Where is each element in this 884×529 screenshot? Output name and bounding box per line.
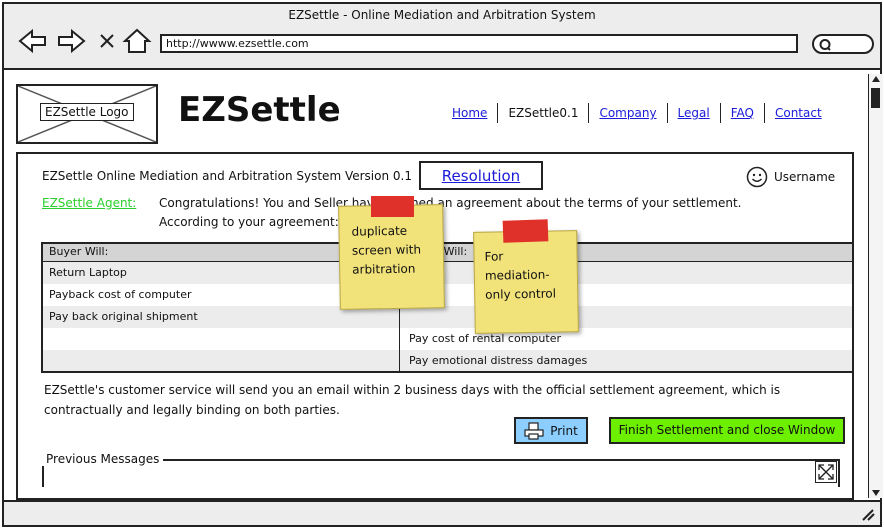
buyer-cell: Return Laptop xyxy=(49,266,127,279)
nav-divider xyxy=(497,103,499,123)
nav-divider xyxy=(666,103,668,123)
table-header: Buyer Will: Seller Will: xyxy=(43,244,852,262)
finish-settlement-button[interactable]: Finish Settlement and close Window xyxy=(609,417,845,444)
search-icon xyxy=(819,39,831,51)
table-row: Pay back original shipment xyxy=(43,306,852,328)
nav-faq[interactable]: FAQ xyxy=(730,106,754,120)
buyer-cell: Payback cost of computer xyxy=(49,288,192,301)
back-arrow-icon[interactable] xyxy=(18,26,48,56)
column-header-buyer: Buyer Will: xyxy=(49,245,109,258)
sticky-note: For mediation-only control xyxy=(473,230,579,334)
nav-legal[interactable]: Legal xyxy=(677,106,710,120)
sticky-note-text: For mediation-only control xyxy=(484,249,557,302)
printer-icon xyxy=(524,421,544,440)
buyer-cell: Pay back original shipment xyxy=(49,310,198,323)
window-title: EZSettle - Online Mediation and Arbitrat… xyxy=(288,8,596,22)
table-row: Return Laptop xyxy=(43,262,852,284)
sticky-note-text: duplicate screen with arbitration xyxy=(351,223,422,277)
table-row: Pay emotional distress damages xyxy=(43,350,852,371)
previous-messages-legend: Previous Messages xyxy=(42,452,164,466)
tape-strip xyxy=(502,219,549,243)
nav-company[interactable]: Company xyxy=(599,106,657,120)
scroll-down-icon[interactable] xyxy=(871,488,881,498)
print-button[interactable]: Print xyxy=(514,417,588,444)
table-row: Pay cost of rental computer xyxy=(43,328,852,350)
nav-version: EZSettle0.1 xyxy=(508,106,579,120)
version-text: EZSettle Online Mediation and Arbitratio… xyxy=(42,169,412,183)
browser-search-field[interactable] xyxy=(812,34,874,54)
expand-arrows-icon xyxy=(818,464,834,480)
table-row: Payback cost of computer xyxy=(43,284,852,306)
brand-title: EZSettle xyxy=(178,90,341,130)
print-label: Print xyxy=(550,423,578,438)
nav-contact[interactable]: Contact xyxy=(774,106,822,120)
logo-label: EZSettle Logo xyxy=(40,103,134,121)
home-icon[interactable] xyxy=(122,26,152,56)
nav-home[interactable]: Home xyxy=(452,106,488,120)
seller-cell: Pay emotional distress damages xyxy=(409,354,588,367)
site-nav: Home EZSettle0.1 Company Legal FAQ Conta… xyxy=(448,103,826,123)
address-bar[interactable]: http://wwww.ezsettle.com xyxy=(160,34,798,53)
vertical-scrollbar[interactable] xyxy=(868,74,883,498)
status-bar xyxy=(2,500,882,527)
scroll-thumb[interactable] xyxy=(871,88,880,108)
scroll-up-icon[interactable] xyxy=(871,74,881,84)
agreement-table: Buyer Will: Seller Will: Return Laptop P… xyxy=(41,242,854,373)
sticky-note: duplicate screen with arbitration xyxy=(338,204,445,310)
previous-messages-group xyxy=(42,459,840,487)
tab-resolution[interactable]: Resolution xyxy=(419,161,543,190)
forward-arrow-icon[interactable] xyxy=(56,26,86,56)
nav-divider xyxy=(588,103,590,123)
username-label: Username xyxy=(774,170,836,184)
nav-divider xyxy=(719,103,721,123)
smiley-user-icon xyxy=(746,166,768,188)
tape-strip xyxy=(371,196,414,217)
agent-message-line2: According to your agreement: xyxy=(159,215,339,229)
settlement-notice: EZSettle's customer service will send yo… xyxy=(44,383,781,417)
stop-icon[interactable] xyxy=(96,26,118,56)
nav-divider xyxy=(763,103,765,123)
logo-placeholder: EZSettle Logo xyxy=(16,84,158,144)
resize-grip-icon[interactable] xyxy=(860,507,876,521)
seller-cell: Pay cost of rental computer xyxy=(409,332,561,345)
expand-icon[interactable] xyxy=(815,461,837,483)
column-divider xyxy=(399,261,400,371)
agent-label: EZSettle Agent: xyxy=(42,196,137,210)
browser-toolbar: EZSettle - Online Mediation and Arbitrat… xyxy=(2,2,882,70)
user-info[interactable]: Username xyxy=(746,166,835,188)
agent-message-line1: Congratulations! You and Seller have rea… xyxy=(159,196,742,210)
